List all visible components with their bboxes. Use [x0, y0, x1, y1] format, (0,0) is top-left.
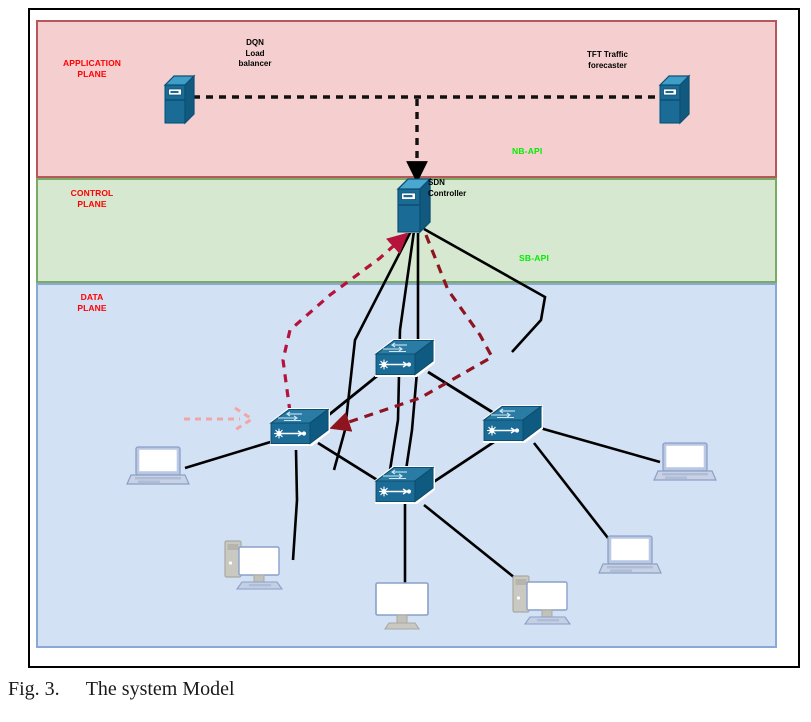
dqn-load-balancer-label: DQN Load balancer [238, 38, 272, 68]
laptop-icon [598, 535, 662, 574]
figure-caption-number: Fig. 3. [8, 678, 60, 700]
network-switch-icon [269, 408, 330, 446]
sdn-controller-node[interactable] [394, 175, 440, 237]
server-icon [658, 74, 691, 125]
monitor-icon [375, 582, 429, 630]
laptop-icon [653, 442, 717, 481]
sdn-controller-label: SDN Controller [428, 178, 467, 198]
tft-traffic-forecaster-node[interactable] [655, 70, 699, 128]
network-switch-icon [374, 339, 435, 377]
switch-left-node[interactable] [268, 406, 332, 448]
figure-caption: Fig. 3. The system Model [8, 678, 803, 701]
switch-top-node[interactable] [373, 337, 437, 379]
laptop-right-bottom-node[interactable] [598, 533, 662, 577]
application-plane-label: APPLICATION PLANE [62, 58, 122, 79]
laptop-icon [126, 446, 190, 485]
switch-right-node[interactable] [481, 403, 545, 445]
network-switch-icon [374, 466, 435, 504]
southbound-api-label: SB-API [519, 253, 550, 263]
desktop-left-node[interactable] [222, 537, 294, 593]
northbound-api-label: NB-API [512, 146, 543, 156]
switch-bottom-node[interactable] [373, 464, 437, 506]
laptop-right-top-node[interactable] [653, 440, 717, 484]
network-switch-icon [482, 405, 543, 443]
desktop-computer-icon [224, 540, 284, 590]
application-plane-region [36, 20, 777, 178]
desktop-right-node[interactable] [510, 572, 582, 628]
tft-traffic-forecaster-label: TFT Traffic forecaster [587, 50, 628, 70]
monitor-center-node[interactable] [372, 580, 438, 630]
dqn-load-balancer-node[interactable] [160, 70, 204, 128]
control-plane-label: CONTROL PLANE [70, 188, 114, 209]
server-icon [163, 74, 196, 125]
data-plane-label: DATA PLANE [77, 292, 107, 313]
laptop-left-node[interactable] [126, 444, 190, 488]
server-icon [396, 177, 432, 234]
figure-caption-text: The system Model [85, 678, 235, 700]
desktop-computer-icon [512, 575, 572, 625]
